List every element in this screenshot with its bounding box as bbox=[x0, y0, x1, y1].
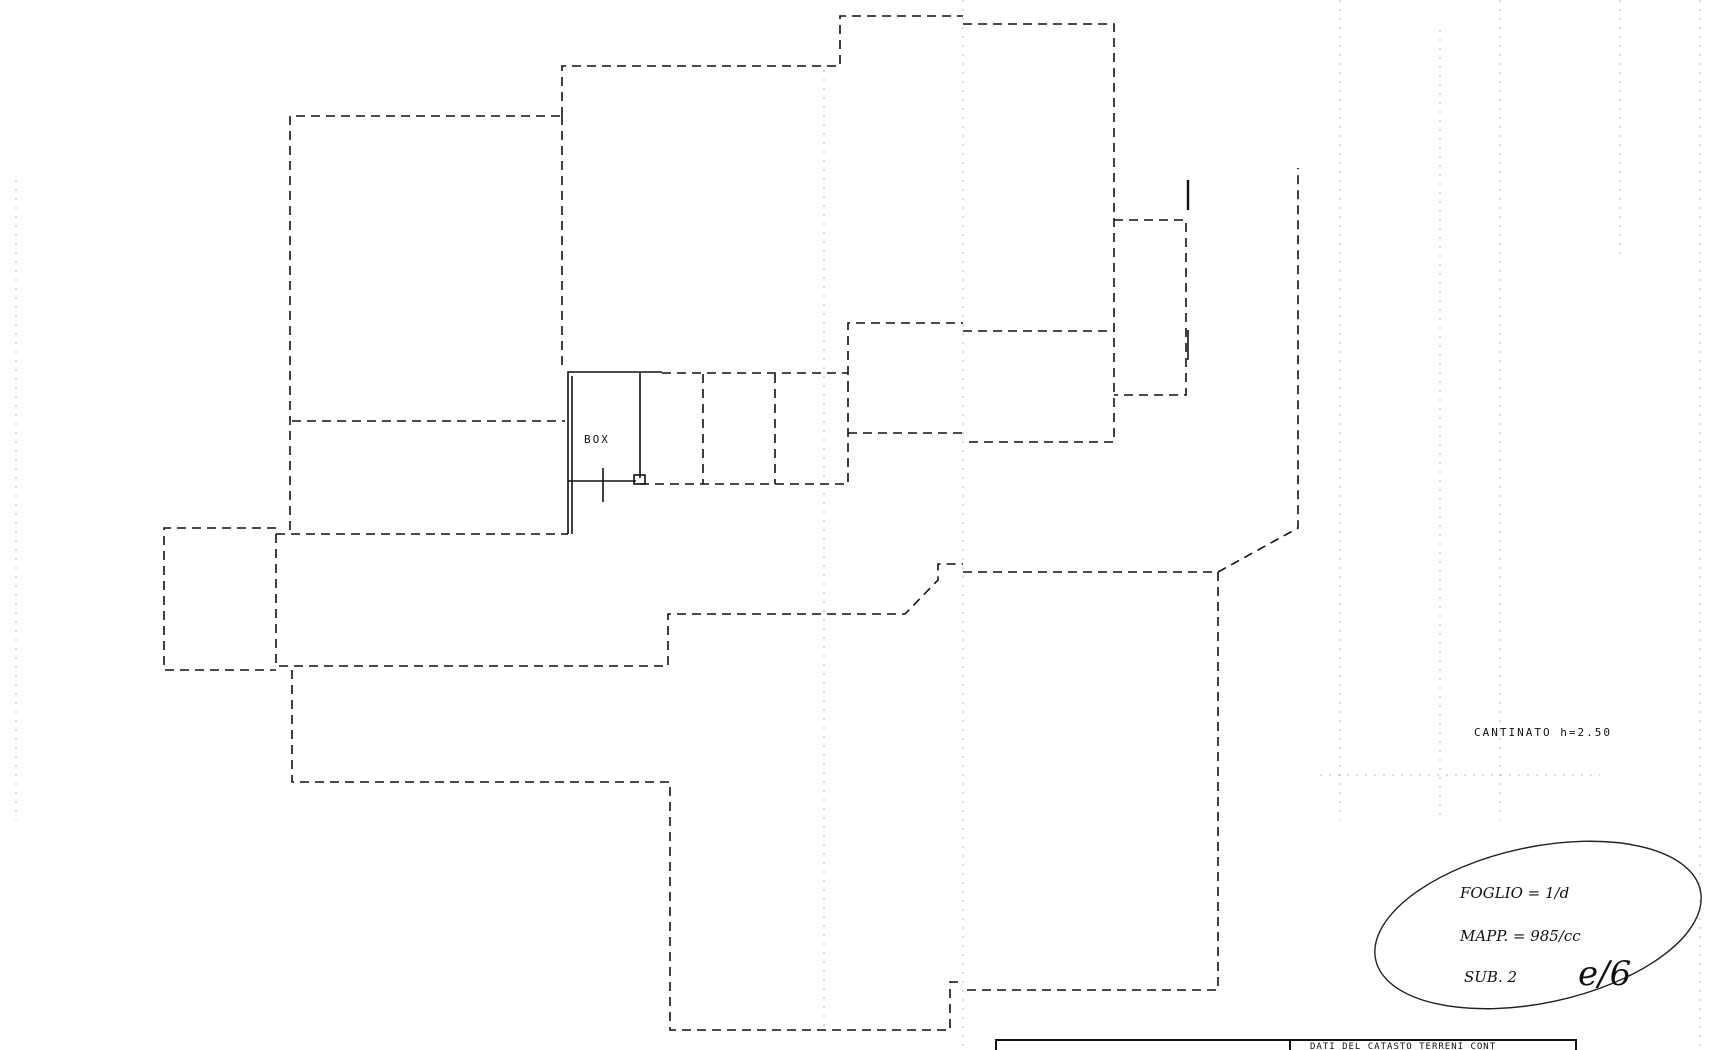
stamp-sub-value: e/6 bbox=[1578, 954, 1631, 994]
stamp-foglio-line: FOGLIO = 1/d bbox=[1459, 884, 1569, 902]
dashed-walls bbox=[163, 15, 1299, 1031]
stamp-sub-line: SUB. 2 bbox=[1464, 968, 1517, 986]
stamp-mappale-line: MAPP. = 985/cc bbox=[1459, 927, 1581, 945]
scan-artifacts bbox=[15, 0, 1701, 1050]
cadastral-stamp: FOGLIO = 1/d MAPP. = 985/cc SUB. 2 e/6 bbox=[1374, 840, 1702, 1010]
title-block-text: DATI DEL CATASTO TERRENI CONT bbox=[1310, 1042, 1496, 1050]
box-unit bbox=[567, 180, 1190, 534]
level-height-note: CANTINATO h=2.50 bbox=[1474, 726, 1612, 739]
title-block: DATI DEL CATASTO TERRENI CONT bbox=[995, 1039, 1577, 1050]
box-room-label: BOX bbox=[584, 433, 610, 446]
